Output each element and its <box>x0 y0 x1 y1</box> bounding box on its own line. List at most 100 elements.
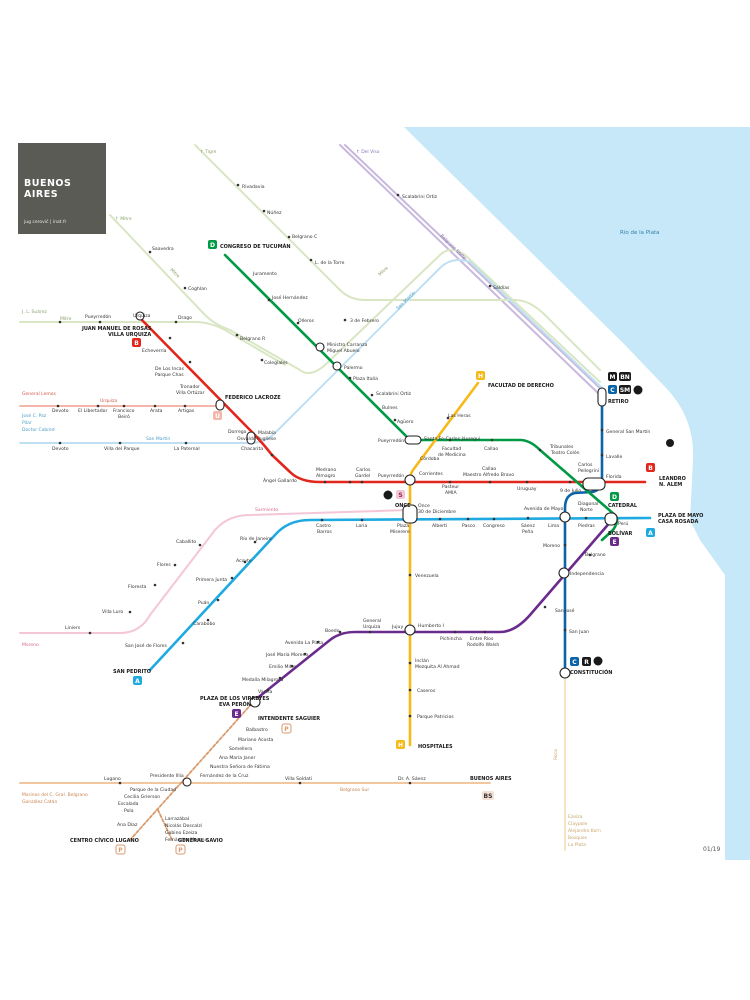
station-malabia-2: Osvaldo Pugliese <box>237 436 276 442</box>
station-florida: Florida <box>606 474 622 480</box>
station-primera-junta: Primera Junta <box>196 577 227 583</box>
station-facultad-medicina-1: Facultad <box>442 446 461 452</box>
line-premetro-branch <box>157 809 173 841</box>
station-plaza-italia: Plaza Italia <box>353 376 378 382</box>
rail-label-belgrano-sur: Belgrano Sur <box>340 787 369 793</box>
station-cecilia-grierson: Cecilia Grierson <box>124 794 160 800</box>
station-virreyes-2: EVA PERÓN <box>219 701 251 708</box>
station-malabia-1: Malabia <box>258 430 276 436</box>
station-tronador: Tronador <box>179 384 200 390</box>
rail-label-suarez: J. L. Suárez <box>21 308 48 315</box>
station-general-savio: GENERAL SAVIO <box>178 838 223 844</box>
badge-r: R <box>584 659 589 666</box>
interchange-jm-rosas <box>135 311 145 321</box>
station-peru: Perú <box>618 520 628 527</box>
station-dr-saenz: Dr. A. Sáenz <box>398 775 426 782</box>
station-general-urquiza-2: Urquiza <box>363 624 381 630</box>
interchange-carranza <box>315 342 325 352</box>
badge-p-lugano: P <box>118 847 123 854</box>
station-de-los-incas: De Los Incas <box>155 366 185 372</box>
station-hospitales: HOSPITALES <box>418 744 453 750</box>
rail-label-moreno: Moreno <box>22 642 39 648</box>
station-belgrano-c: Belgrano C <box>292 234 317 240</box>
station-boedo: Boedo <box>325 628 340 634</box>
station-belgrano-r: Belgrano R <box>240 336 266 342</box>
interchange-corrientes <box>404 474 416 486</box>
station-diagonal-norte-1: Diagonal <box>578 501 598 507</box>
station-san-jose-flores: San José de Flores <box>125 642 167 649</box>
station-carlos-gardel-1: Carlos <box>356 467 371 473</box>
station-miguel-abuelo: Miguel Abuelo <box>327 348 360 354</box>
badge-bn: BN <box>620 374 630 381</box>
rail-label-doctor-cabred: Doctor Cabred <box>22 427 55 433</box>
station-ana-diaz: Ana Díaz <box>117 821 138 828</box>
station-colegiales: Colegiales <box>264 360 288 366</box>
station-chacarita: Chacarita <box>241 446 263 452</box>
station-fernandez-moreno: Fernández Moreno <box>165 836 208 843</box>
station-san-pedrito: SAN PEDRITO <box>113 669 151 675</box>
interchange-chacarita <box>246 431 256 445</box>
station-lavalle: Lavalle <box>606 454 622 460</box>
station-mariano-acosta: Mariano Acosta <box>238 737 274 743</box>
rail-label-alejandro-korn: Alejandro Korn <box>568 828 601 834</box>
station-larrazabal: Larrazábal <box>165 815 189 822</box>
station-palermo: Palermo <box>344 365 363 371</box>
interchange-virreyes <box>249 696 261 708</box>
station-retiro: RETIRO <box>608 399 629 405</box>
station-san-juan: San Juan <box>569 629 589 635</box>
rail-belgrano-norte-2 <box>344 144 605 393</box>
station-lima: Lima <box>548 523 559 529</box>
station-acoyte: Acoyte <box>236 558 252 564</box>
rail-label-marinos: Marinos del C. Gral. Belgrano <box>22 792 88 798</box>
rail-label-gonzalez-catan: González Catán <box>22 798 57 805</box>
station-villa-ortuzar: Villa Ortúzar <box>176 389 205 396</box>
station-nuestra-senora: Nuestra Señora de Fátima <box>210 763 270 770</box>
station-carlos-gardel-2: Gardel <box>355 473 370 479</box>
station-arata: Arata <box>150 408 163 414</box>
badge-b-rosas: B <box>134 340 139 347</box>
badge-u: U <box>215 413 220 420</box>
interchange-independencia <box>558 567 570 579</box>
station-avenida-mayo: Avenida de Mayo <box>524 506 563 512</box>
station-avenida-la-plata: Avenida La Plata <box>285 640 323 646</box>
station-medalla-milagrosa: Medalla Milagrosa <box>242 677 284 683</box>
rail-mitre-mid <box>109 214 601 383</box>
water-label: Río de la Plata <box>620 229 659 236</box>
rail-label-ezeiza: Ezeiza <box>568 814 583 820</box>
station-francisco-beiro-1: Francisco <box>113 408 135 414</box>
badge-m: M <box>610 374 616 381</box>
station-rivadavia: Rivadavia <box>242 184 265 190</box>
sheet-number: 01/19 <box>703 846 721 853</box>
station-saguier: INTENDENTE SAGUIER <box>258 716 320 722</box>
station-puan: Puán <box>198 599 209 606</box>
station-carabobo: Carabobo <box>193 621 215 627</box>
station-leandro-alem-1: LEANDRO <box>659 476 686 482</box>
station-ministro-carranza: Ministro Carranza <box>327 342 368 348</box>
station-medrano-2: Almagro <box>316 473 335 479</box>
station-piedras: Piedras <box>578 523 595 529</box>
badge-c-constitucion: C <box>572 659 577 666</box>
anchor-icon <box>666 439 674 447</box>
station-once-a-1: Once <box>418 503 430 509</box>
station-tribunales-1: Tribunales <box>549 444 574 450</box>
station-leandro-alem-2: N. ALEM <box>659 482 682 488</box>
station-loria: Loria <box>356 523 367 529</box>
station-castro-barros-2: Barros <box>317 529 332 535</box>
station-jujuy: Jujuy <box>391 624 403 630</box>
station-el-libertador: El Libertador <box>78 408 107 414</box>
rail-label-jose-c-paz: José C. Paz <box>21 412 47 419</box>
rail-label-general-lemos: General Lemos <box>22 391 56 397</box>
station-pola: Pola <box>124 808 134 814</box>
interchange-palermo <box>332 361 342 371</box>
train-icon-constitucion <box>593 656 603 666</box>
station-scalabrini-d: Scalabrini Ortiz <box>376 391 412 397</box>
station-entre-rios-1: Entre Ríos <box>470 635 494 642</box>
badge-a-san-pedrito: A <box>135 678 140 685</box>
station-saavedra: Saavedra <box>152 246 174 252</box>
badge-s: S <box>398 492 402 499</box>
station-pichincha: Pichincha <box>440 636 462 642</box>
station-parque-patricios: Parque Patricios <box>417 714 454 720</box>
rail-label-mitre: Mitre <box>60 316 72 322</box>
station-devoto-sm: Devoto <box>52 446 69 452</box>
